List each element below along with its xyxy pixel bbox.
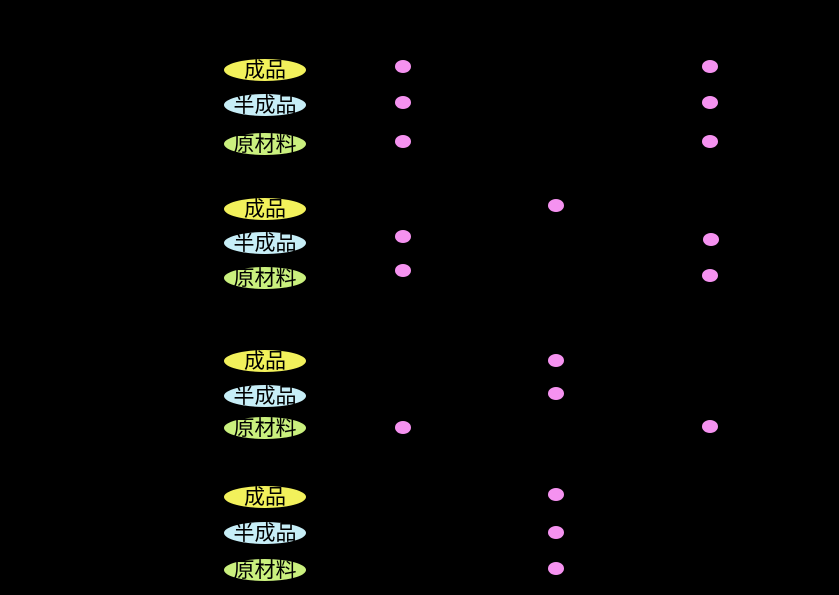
stock-dot	[702, 135, 718, 148]
raw-material-ellipse: 原材料	[224, 133, 306, 155]
raw-material-ellipse: 原材料	[224, 267, 306, 289]
finished-goods-label: 成品	[244, 57, 286, 82]
stock-dot	[395, 230, 411, 243]
semi-finished-label: 半成品	[233, 383, 297, 408]
stock-dot	[395, 264, 411, 277]
stock-dot	[548, 562, 564, 575]
semi-finished-label: 半成品	[233, 520, 297, 545]
finished-goods-ellipse: 成品	[224, 59, 306, 81]
stock-dot	[548, 354, 564, 367]
stock-dot	[395, 135, 411, 148]
finished-goods-label: 成品	[244, 196, 286, 221]
semi-finished-label: 半成品	[233, 92, 297, 117]
stock-dot	[702, 96, 718, 109]
stock-dot	[395, 421, 411, 434]
stock-dot	[702, 60, 718, 73]
raw-material-label: 原材料	[233, 265, 297, 290]
finished-goods-label: 成品	[244, 348, 286, 373]
finished-goods-ellipse: 成品	[224, 486, 306, 508]
finished-goods-label: 成品	[244, 484, 286, 509]
stock-dot	[702, 420, 718, 433]
stock-dot	[703, 233, 719, 246]
stock-dot	[702, 269, 718, 282]
raw-material-label: 原材料	[233, 557, 297, 582]
raw-material-ellipse: 原材料	[224, 417, 306, 439]
finished-goods-ellipse: 成品	[224, 198, 306, 220]
semi-finished-label: 半成品	[233, 230, 297, 255]
semi-finished-ellipse: 半成品	[224, 522, 306, 544]
stock-dot	[548, 488, 564, 501]
stock-dot	[395, 60, 411, 73]
stock-dot	[395, 96, 411, 109]
finished-goods-ellipse: 成品	[224, 350, 306, 372]
raw-material-label: 原材料	[233, 415, 297, 440]
semi-finished-ellipse: 半成品	[224, 232, 306, 254]
semi-finished-ellipse: 半成品	[224, 94, 306, 116]
raw-material-label: 原材料	[233, 131, 297, 156]
raw-material-ellipse: 原材料	[224, 559, 306, 581]
semi-finished-ellipse: 半成品	[224, 385, 306, 407]
stock-dot	[548, 199, 564, 212]
stock-dot	[548, 526, 564, 539]
stock-dot	[548, 387, 564, 400]
